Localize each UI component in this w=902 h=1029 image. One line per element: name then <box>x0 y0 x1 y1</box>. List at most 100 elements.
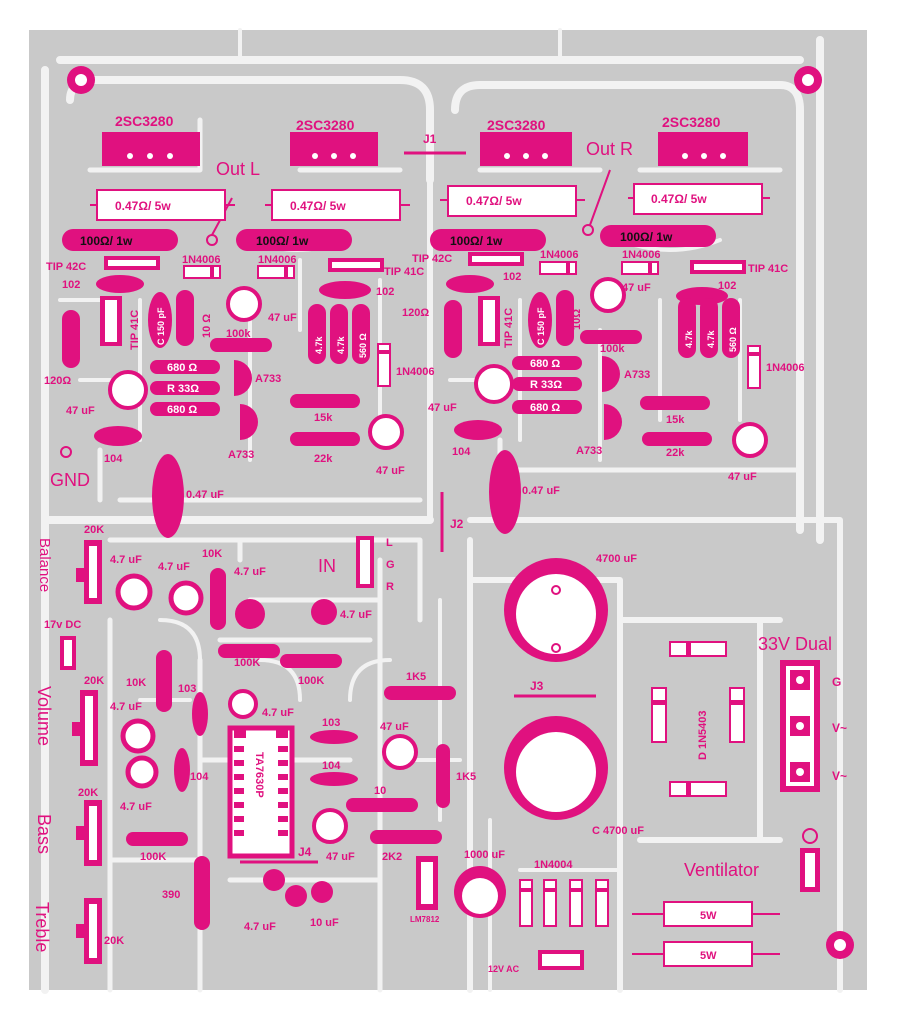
resistor-10k-a <box>210 568 226 630</box>
resistor-1k5-vertical <box>436 744 450 808</box>
jumper-j3-label: J3 <box>530 679 544 693</box>
cap-103-right <box>310 730 358 744</box>
caps-47uf-top <box>108 277 768 458</box>
resistor-5w-label-2: 5W <box>700 950 717 962</box>
tip42c-label-left: TIP 42C <box>46 261 86 273</box>
resistor-47k-1: 4.7k <box>314 335 324 354</box>
resistor-10 <box>346 798 418 812</box>
side-label-bass: Bass <box>34 814 54 854</box>
resistor-100-2: 100Ω/ 1w <box>256 234 309 248</box>
cap-103-label-1: 103 <box>178 683 196 695</box>
input-pin-l: L <box>386 537 393 549</box>
cap-10uf-label: 10 uF <box>310 917 339 929</box>
gnd-pad <box>60 446 72 458</box>
resistor-5w-2 <box>663 941 753 967</box>
a733-label-3: A733 <box>624 369 650 381</box>
jumper-j2-label: J2 <box>450 517 464 531</box>
cap-104-left <box>94 426 142 446</box>
pot-label-treble: 20K <box>104 935 124 947</box>
resistor-560-left: 560 Ω <box>358 333 368 358</box>
input-pin-g: G <box>386 559 395 571</box>
resistors-100-1w <box>62 225 716 251</box>
cap-47uf-1: 47 uF <box>268 312 297 324</box>
resistor-100K-label-c: 100K <box>140 851 166 863</box>
resistor-120-label-left: 120Ω <box>44 375 71 387</box>
resistor-047-4: 0.47Ω/ 5w <box>651 192 707 206</box>
out-l-label: Out L <box>216 159 260 179</box>
potentiometers <box>72 540 102 964</box>
transistor-label-q4: 2SC3280 <box>662 114 721 130</box>
out-r-pad <box>582 224 594 236</box>
cap-047uf-label-right: 0.47 uF <box>522 485 560 497</box>
resistor-100k-label-1: 100k <box>226 328 251 340</box>
diode-label-4: 1N4006 <box>622 249 661 261</box>
dual-pin-g: G <box>832 675 841 689</box>
out-r-label: Out R <box>586 139 633 159</box>
cap-4700uf-label-1: 4700 uF <box>596 553 637 565</box>
gnd-label: GND <box>50 470 90 490</box>
cap-47u-label-2: 4.7 uF <box>158 561 190 573</box>
pot-label-balance: 20K <box>84 524 104 536</box>
cap-47uf-4: 47 uF <box>428 402 457 414</box>
resistor-10-right <box>556 290 574 346</box>
trace-layer <box>41 28 843 994</box>
dual-supply-label: 33V Dual <box>758 634 832 654</box>
transistor-label-q2: 2SC3280 <box>296 117 355 133</box>
cap-102-1: 102 <box>62 279 80 291</box>
dual-pin-v2: V~ <box>832 769 847 783</box>
cap-47uf-ic-bottom <box>312 808 348 844</box>
a733-label-4: A733 <box>576 445 602 457</box>
resistor-390-label: 390 <box>162 889 180 901</box>
cap-4700uf-label-2: C 4700 uF <box>592 825 644 837</box>
resistor-100-4: 100Ω/ 1w <box>620 230 673 244</box>
side-label-volume: Volume <box>34 686 54 746</box>
resistor-47k-2: 4.7k <box>336 335 346 354</box>
cap-104-right <box>454 420 502 440</box>
resistors-vertical-bias <box>308 298 740 364</box>
bridge-diode-label: D 1N5403 <box>697 710 709 760</box>
cap-102-4: 102 <box>718 280 736 292</box>
tip41c-vertical-left: TIP 41C <box>129 310 141 350</box>
transistor-label-q3: 2SC3280 <box>487 117 546 133</box>
jumper-j1-label: J1 <box>423 132 437 146</box>
resistor-390 <box>194 856 210 930</box>
resistor-100K-label-a: 100K <box>234 657 260 669</box>
resistor-120-label-right: 120Ω <box>402 307 429 319</box>
side-label-balance: Balance <box>36 538 53 592</box>
resistor-2k2-label: 2K2 <box>382 851 402 863</box>
cap-104-label-tone: 104 <box>190 771 209 783</box>
resistors-15k-22k <box>290 394 712 446</box>
cap-104-label-1: 104 <box>104 453 123 465</box>
cap-150pf-label-right: C 150 pF <box>536 307 546 345</box>
tip41c-label-right: TIP 41C <box>748 263 788 275</box>
cap-104-label-4: 104 <box>322 760 341 772</box>
cap-47u-label-3: 4.7 uF <box>234 566 266 578</box>
cap-047uf-right <box>489 450 521 534</box>
cap-47u-label-7: 4.7 uF <box>262 707 294 719</box>
bridge-rectifier <box>651 641 745 797</box>
diode-label-6: 1N4006 <box>766 362 805 374</box>
diodes-1n4004 <box>519 879 609 927</box>
cap-104-right-tone <box>310 772 358 786</box>
cap-47u-label-1: 4.7 uF <box>110 554 142 566</box>
cap-150pf-left <box>148 292 172 348</box>
resistor-100K-label-b: 100K <box>298 675 324 687</box>
resistor-1k5-label-1: 1K5 <box>406 671 426 683</box>
transistor-label-q1: 2SC3280 <box>115 113 174 129</box>
resistor-47k-4: 4.7k <box>706 329 716 348</box>
input-label: IN <box>318 556 336 576</box>
resistor-047-1: 0.47Ω/ 5w <box>115 199 171 213</box>
regulator-label: LM7812 <box>410 915 440 924</box>
pot-label-volume: 20K <box>84 675 104 687</box>
resistor-100k-tone-c <box>126 832 188 846</box>
cap-47uf-ic-label-bottom: 47 uF <box>326 851 355 863</box>
cap-047uf-label-left: 0.47 uF <box>186 489 224 501</box>
diode-label-2: 1N4006 <box>258 254 297 266</box>
caps-47uf-tone <box>115 573 337 907</box>
resistor-100-1: 100Ω/ 1w <box>80 234 133 248</box>
resistor-15k-left: 15k <box>314 412 333 424</box>
resistor-680-3: 680 Ω <box>530 358 560 370</box>
out-l-pad <box>206 234 218 246</box>
cap-47uf-3: 47 uF <box>622 282 651 294</box>
resistor-100k-tone-a <box>218 644 280 658</box>
